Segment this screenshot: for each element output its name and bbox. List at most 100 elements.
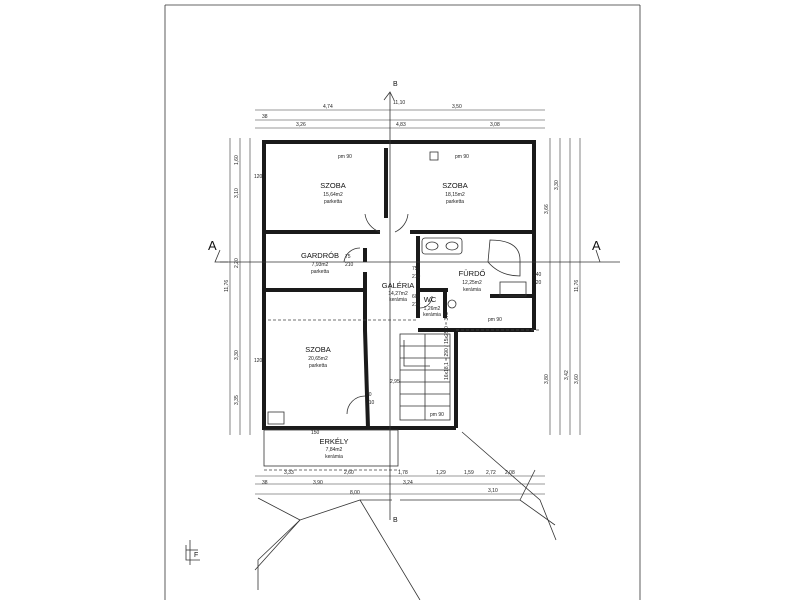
left-dimension-texts: 1,60 3,10 2,20 3,30 3,35 11,76 120 120 xyxy=(224,155,263,405)
room-floor: kerámia xyxy=(389,297,407,303)
room-floor: parketta xyxy=(309,363,327,369)
door-label: pm 90 xyxy=(338,154,352,160)
dim-text: 1,60 xyxy=(234,155,240,165)
opening-labels: pm 90 pm 90 pm 90 pm 90 90 210 75 210 75… xyxy=(311,154,542,436)
room-floor: kerámia xyxy=(423,312,441,318)
section-line-a: A A xyxy=(208,238,620,263)
room-name: WC xyxy=(424,295,437,304)
dim-text: 11,76 xyxy=(224,280,230,292)
room-name: SZOBA xyxy=(305,345,330,354)
dim-text: 3,10 xyxy=(488,488,498,494)
stair-notch xyxy=(454,328,536,430)
dim-text: 120 xyxy=(254,358,263,364)
dim-text: 4,83 xyxy=(396,122,406,128)
dim-text: 3,90 xyxy=(313,480,323,486)
room-area: 15,64m2 xyxy=(323,192,343,198)
section-mark-right: A xyxy=(592,238,601,253)
dim-text: 38 xyxy=(262,480,268,486)
room-floor: parketta xyxy=(311,269,329,275)
room-name: GALÉRIA xyxy=(382,281,415,290)
dim-text: 3,30 xyxy=(554,180,560,190)
room-area: 18,15m2 xyxy=(445,192,465,198)
room-floor: kerámia xyxy=(325,454,343,460)
room-furdo: FÜRDŐ 12,25m2 kerámia xyxy=(459,269,486,293)
room-floor: parketta xyxy=(324,199,342,205)
stair-text: 16x18,1 = 290 / 15x25,0 = 375 xyxy=(444,312,450,380)
room-floor: parketta xyxy=(446,199,464,205)
dim-text: 3,35 xyxy=(234,395,240,405)
section-line-b: B B 11,10 xyxy=(383,81,405,524)
room-floor: kerámia xyxy=(463,287,481,293)
window-label: 120 xyxy=(533,280,542,286)
dashed-lines xyxy=(268,319,540,331)
bottom-dimension-texts: 3,33 2,60 1,78 1,29 1,59 2,72 2,08 3,90 … xyxy=(262,470,515,496)
door-label: 210 xyxy=(412,302,421,308)
section-mark-left: A xyxy=(208,238,217,253)
top-dimension-texts: 4,74 3,50 3,26 4,83 3,08 38 xyxy=(262,104,500,128)
door-swings xyxy=(343,213,433,415)
dim-text: 120 xyxy=(254,174,263,180)
dim-text: 3,08 xyxy=(490,122,500,128)
dim-text: 3,10 xyxy=(234,188,240,198)
dim-text: 1,78 xyxy=(398,470,408,476)
dim-text: 2,08 xyxy=(505,470,515,476)
room-wc: WC 1,26m2 kerámia xyxy=(423,295,441,318)
bathroom-fixtures xyxy=(267,151,527,425)
dim-text: 3,80 xyxy=(544,374,550,384)
room-szoba-1: SZOBA 15,64m2 parketta xyxy=(320,181,345,205)
dim-text: 3,26 xyxy=(296,122,306,128)
balcony xyxy=(263,429,400,471)
room-galeria: GALÉRIA 14,27m2 kerámia xyxy=(382,281,415,303)
level-label: 11,10 xyxy=(393,100,405,106)
section-mark-top: B xyxy=(393,81,398,88)
door-label: 210 xyxy=(412,274,421,280)
right-dimension-texts: 3,30 3,66 3,80 3,60 3,42 11,76 xyxy=(544,180,580,384)
door-label: 210 xyxy=(345,262,354,268)
dim-text: 38 xyxy=(262,114,268,120)
dim-text: 1,29 xyxy=(436,470,446,476)
room-name: GARDRÓB xyxy=(301,251,339,260)
exterior-walls xyxy=(262,140,536,430)
room-szoba-3: SZOBA 20,65m2 parketta xyxy=(305,345,330,369)
room-area: 20,65m2 xyxy=(308,356,328,362)
dim-text: 3,50 xyxy=(452,104,462,110)
stair-level: 2,95 xyxy=(390,379,400,385)
room-area: 1,26m2 xyxy=(424,306,441,312)
room-erkely: ERKÉLY 7,84m2 kerámia xyxy=(319,437,348,460)
dim-text: 3,33 xyxy=(284,470,294,476)
room-name: FÜRDŐ xyxy=(459,269,486,278)
dim-text: 3,60 xyxy=(574,374,580,384)
room-area: 12,25m2 xyxy=(462,280,482,286)
room-name: ERKÉLY xyxy=(319,437,348,446)
door-label: 60 xyxy=(412,294,418,300)
room-szoba-2: SZOBA 18,15m2 parketta xyxy=(442,181,467,205)
dim-text: 8,00 xyxy=(350,490,360,496)
door-label: pm 90 xyxy=(430,412,444,418)
dim-text: 3,42 xyxy=(564,370,570,380)
dim-text: 3,30 xyxy=(234,350,240,360)
legend-symbol: F xyxy=(185,540,200,565)
room-gardrob: GARDRÓB 7,93m2 parketta xyxy=(301,251,339,275)
door-label: pm 90 xyxy=(455,154,469,160)
dim-text: 11,76 xyxy=(574,280,580,292)
dim-text: 2,72 xyxy=(486,470,496,476)
room-area: 7,84m2 xyxy=(326,447,343,453)
window-label: 140 xyxy=(533,272,542,278)
door-label: 75 xyxy=(412,266,418,272)
plot-boundary xyxy=(164,4,641,600)
dim-text: 2,20 xyxy=(234,258,240,268)
dimension-lines xyxy=(229,109,581,495)
door-label: 210 xyxy=(366,400,375,406)
door-label: 90 xyxy=(366,392,372,398)
section-mark-bottom: B xyxy=(393,517,398,524)
dim-text: 1,59 xyxy=(464,470,474,476)
room-name: SZOBA xyxy=(442,181,467,190)
dim-text: 3,66 xyxy=(544,204,550,214)
room-area: 7,93m2 xyxy=(312,262,329,268)
room-area: 14,27m2 xyxy=(388,291,408,297)
roof-outline xyxy=(254,431,557,600)
dim-text: 4,74 xyxy=(323,104,333,110)
door-label: pm 90 xyxy=(488,317,502,323)
door-label: 75 xyxy=(345,254,351,260)
